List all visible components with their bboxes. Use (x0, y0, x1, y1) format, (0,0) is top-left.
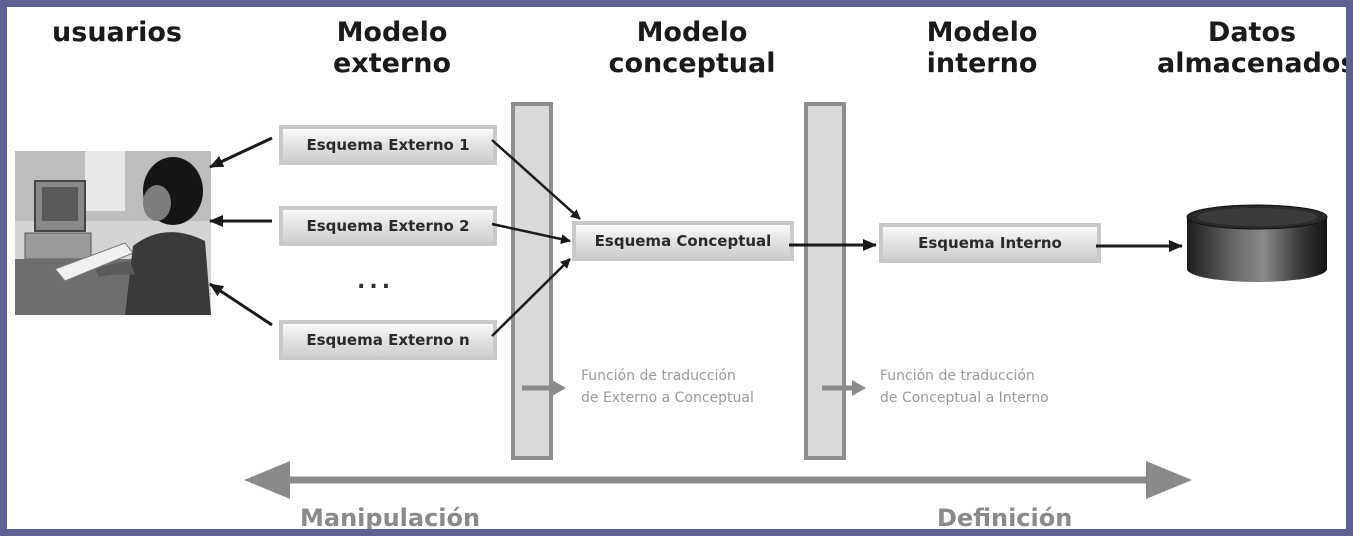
arrow-externon-to-usuarios (209, 282, 273, 327)
arrow-externo1-to-conceptual (491, 139, 581, 220)
translation-bar-conceptual-interno (804, 102, 846, 460)
arrow-externon-to-conceptual (491, 258, 571, 337)
arrow-externo2-to-conceptual (491, 222, 571, 244)
label-definicion: Definición (937, 504, 1073, 532)
header-modelo-conceptual: Modelo conceptual (608, 17, 776, 79)
box-esquema-conceptual: Esquema Conceptual (572, 221, 794, 261)
note-conceptual-interno: Función de traducción de Conceptual a In… (880, 368, 1049, 406)
user-at-computer-photo (15, 151, 211, 315)
arrow-externo1-to-usuarios (209, 136, 273, 169)
ellipsis: ... (357, 269, 395, 294)
header-modelo-interno: Modelo interno (926, 17, 1038, 79)
database-cylinder-icon (1186, 204, 1328, 282)
label-manipulacion: Manipulación (300, 504, 481, 532)
manipulacion-definicion-double-arrow (244, 461, 1192, 499)
box-esquema-externo-2: Esquema Externo 2 (279, 206, 497, 246)
header-modelo-externo: Modelo externo (332, 17, 452, 79)
header-usuarios: usuarios (52, 17, 182, 48)
box-esquema-interno: Esquema Interno (879, 223, 1101, 263)
box-esquema-externo-1: Esquema Externo 1 (279, 125, 497, 165)
box-esquema-externo-n: Esquema Externo n (279, 320, 497, 360)
translation-arrow-icon-2 (822, 380, 866, 396)
header-datos-almacenados: Datos almacenados (1157, 17, 1353, 79)
note-externo-conceptual: Función de traducción de Externo a Conce… (581, 368, 754, 406)
translation-arrow-icon-1 (522, 380, 566, 396)
